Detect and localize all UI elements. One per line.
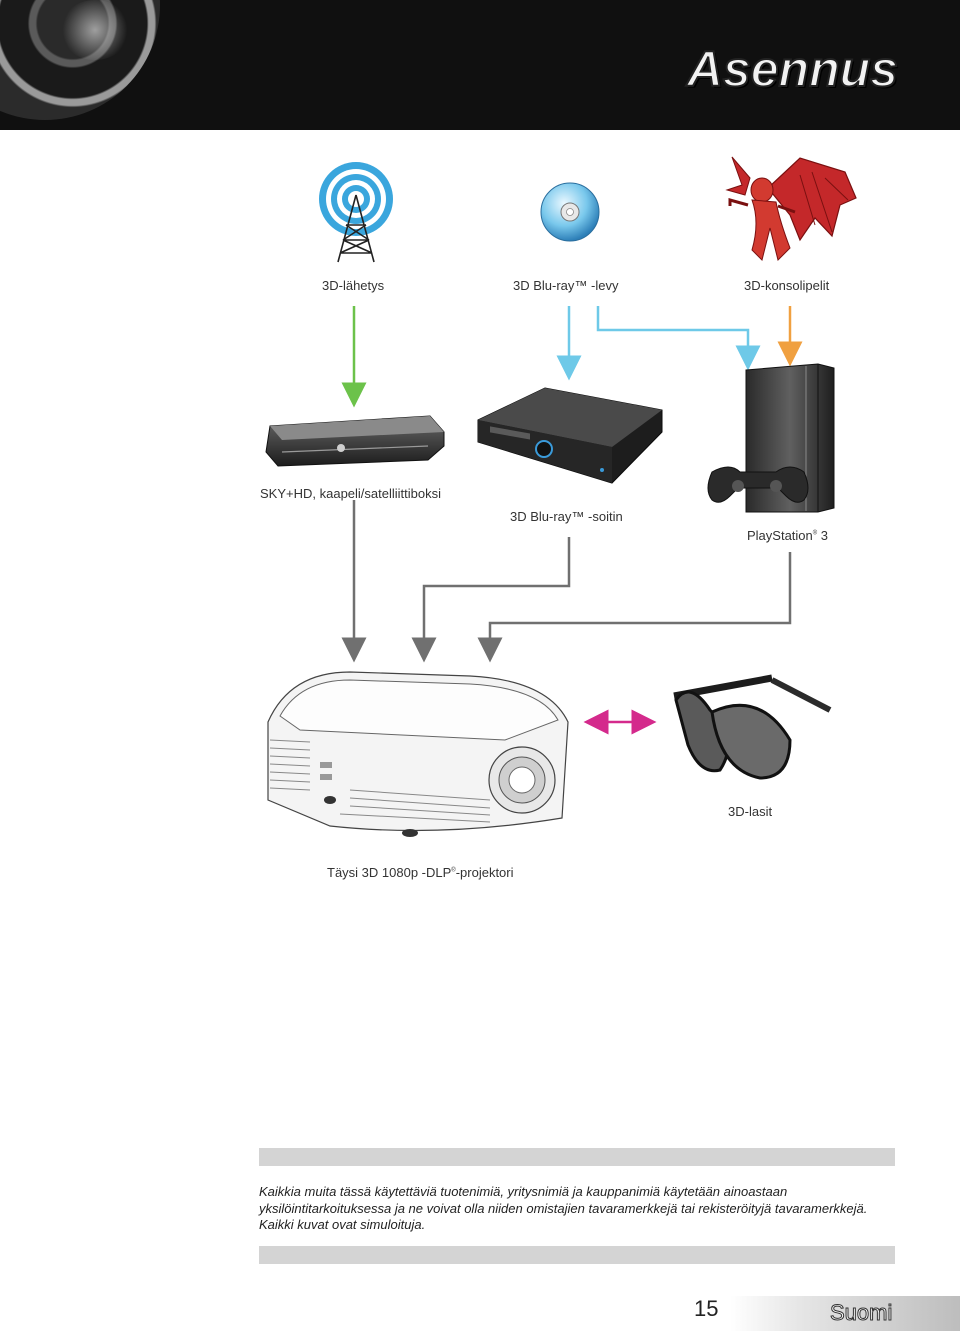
label-bluray-player: 3D Blu-ray™ -soitin	[510, 509, 623, 524]
page-title: Asennus	[686, 40, 899, 98]
label-broadcast: 3D-lähetys	[322, 278, 385, 293]
page-header: Asennus	[0, 0, 960, 130]
settop-box-image	[265, 415, 445, 467]
page-number: 15	[694, 1296, 719, 1321]
label-glasses: 3D-lasit	[728, 804, 773, 819]
broadcast-tower-icon	[319, 162, 393, 263]
arrow-player-to-projector	[411, 537, 571, 663]
ps3-console-image	[707, 363, 835, 513]
divider-top	[259, 1148, 895, 1166]
language-label: Suomi	[829, 1300, 893, 1326]
lens-shine	[60, 0, 130, 60]
projector-image	[267, 671, 569, 837]
label-bluray-disc: 3D Blu-ray™ -levy	[513, 278, 619, 293]
ps3-registered-mark: ®	[812, 530, 818, 537]
ps3-number: 3	[817, 528, 829, 543]
ps3-name: PlayStation	[747, 528, 813, 543]
connection-diagram	[265, 156, 857, 837]
footer-strip	[730, 1296, 960, 1331]
label-ps3: PlayStation® 3	[747, 528, 828, 543]
disclaimer-text: Kaikkia muita tässä käytettäviä tuotenim…	[259, 1184, 868, 1232]
divider-bottom	[259, 1246, 895, 1264]
arrow-disc-to-ps3	[596, 306, 761, 371]
game-character-icon	[725, 156, 857, 261]
label-projector: Täysi 3D 1080p -DLP®-projektori	[327, 865, 514, 880]
bluray-player-image	[477, 387, 663, 484]
label-settop: SKY+HD, kaapeli/satelliittiboksi	[260, 486, 441, 501]
bluray-disc-icon	[540, 182, 600, 242]
label-console-games: 3D-konsolipelit	[744, 278, 830, 293]
arrow-ps3-to-projector	[477, 552, 792, 663]
projector-suffix: -projektori	[455, 865, 514, 880]
3d-glasses-image	[673, 674, 832, 780]
dlp-registered-mark: ®	[451, 867, 456, 874]
projector-name: Täysi 3D 1080p -DLP	[327, 865, 452, 880]
